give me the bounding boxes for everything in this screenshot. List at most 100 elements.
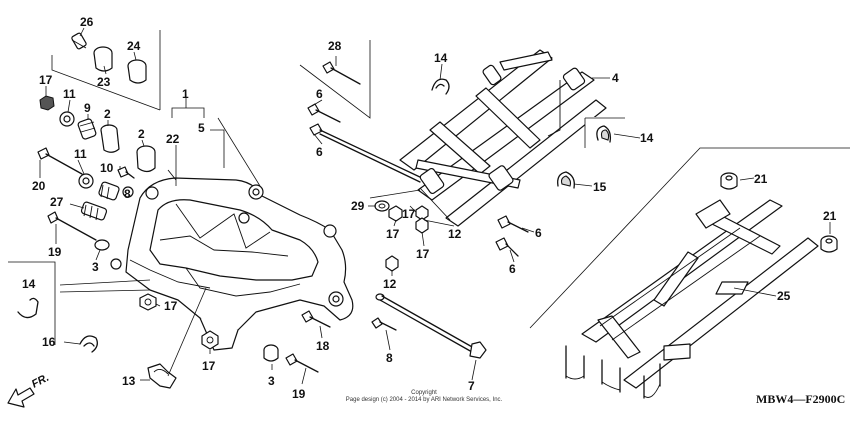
collar-2-upper [100, 124, 120, 153]
rear-frame [399, 49, 607, 227]
collar-2-lower [136, 145, 156, 173]
callout-17-c: 17 [202, 359, 216, 373]
callout-1: 1 [182, 87, 189, 101]
bolt-19-left [47, 211, 97, 241]
collar-group-box [51, 30, 161, 111]
callout-28: 28 [328, 39, 342, 53]
callout-9: 9 [84, 101, 91, 115]
callout-17-b: 17 [164, 299, 178, 313]
callout-24: 24 [127, 39, 141, 53]
callout-6-b: 6 [316, 145, 323, 159]
callout-2-b: 2 [138, 127, 145, 141]
callout-17-f: 17 [416, 247, 430, 261]
copyright-line-2: Page design (c) 2004 - 2014 by ARI Netwo… [346, 397, 503, 403]
callout-7: 7 [468, 379, 475, 393]
callout-26: 26 [80, 15, 94, 29]
grommet-21-left [720, 172, 738, 190]
callout-6-d: 6 [509, 262, 516, 276]
collar-24 [127, 59, 147, 84]
callout-18: 18 [316, 339, 330, 353]
collar-3-lower [263, 344, 279, 362]
bushing-near-11 [98, 181, 120, 201]
callout-3-b: 3 [268, 374, 275, 388]
nut-17-frame-bottom [139, 293, 157, 311]
grommet-21-right [820, 235, 838, 253]
callout-8-b: 8 [386, 351, 393, 365]
clamp-16 [79, 335, 98, 353]
nut-12-center [415, 205, 429, 221]
callout-23: 23 [97, 75, 111, 89]
main-frame [110, 169, 354, 351]
callout-14-c: 14 [640, 131, 654, 145]
front-direction-arrow: FR. [7, 372, 51, 408]
clamp-14-right [584, 117, 625, 149]
washer-29 [374, 200, 390, 212]
callout-19-b: 19 [292, 387, 306, 401]
callout-14-a: 14 [22, 277, 36, 291]
callout-12-a: 12 [448, 227, 462, 241]
bolt-7 [375, 293, 487, 359]
callout-21-b: 21 [823, 209, 837, 223]
bolt-19-lower [285, 353, 319, 373]
nut-11-top [59, 111, 75, 127]
bushing-9 [77, 118, 97, 140]
nut-17-center [388, 205, 403, 222]
callout-17-e: 17 [402, 207, 416, 221]
callout-10: 10 [100, 161, 114, 175]
copyright-line-1: Copyright [411, 390, 437, 396]
bolt-6-right-lower [495, 237, 519, 257]
diagram-code: MBW4—F2900C [756, 392, 845, 406]
bolt-20 [37, 147, 83, 175]
callout-14-b: 14 [434, 51, 448, 65]
callout-11-b: 11 [74, 147, 87, 161]
clamp-15 [557, 171, 575, 189]
bolt-28 [322, 61, 361, 85]
callout-8-a: 8 [124, 187, 131, 201]
bolt-26 [71, 32, 87, 50]
callout-22: 22 [166, 132, 180, 146]
nut-17-center-b [415, 217, 429, 234]
direction-label: FR. [30, 372, 51, 391]
clamp-14-top [431, 78, 450, 95]
bushing-27 [80, 201, 108, 221]
callout-11-a: 11 [63, 87, 76, 101]
nut-8-left [122, 186, 134, 198]
bolt-18 [301, 310, 331, 328]
clamp-13 [147, 363, 177, 389]
callout-6-a: 6 [316, 87, 323, 101]
callout-3-a: 3 [92, 260, 99, 274]
nut-12-lower [385, 255, 399, 272]
nut-17-left [39, 95, 55, 111]
collar-23 [93, 46, 113, 72]
callout-25: 25 [777, 289, 791, 303]
left-clamp-box [8, 261, 56, 345]
nut-17-lower [201, 330, 219, 350]
nut-11-mid [78, 173, 94, 189]
callout-12-b: 12 [383, 277, 397, 291]
bolt-8-center [371, 317, 397, 331]
subframe-box [529, 147, 850, 329]
sub-frame [565, 199, 819, 399]
callout-15: 15 [593, 180, 607, 194]
collar-3-left [94, 239, 110, 251]
bolt-6-right [497, 215, 529, 233]
callout-21-a: 21 [754, 172, 768, 186]
clamp-14-left [17, 297, 39, 319]
leader-lines [39, 27, 831, 385]
callout-29: 29 [351, 199, 365, 213]
callout-2-a: 2 [104, 107, 111, 121]
callout-19-a: 19 [48, 245, 62, 259]
bolt-6-long [309, 123, 423, 183]
callouts: 26 23 24 17 11 9 2 2 1 22 5 11 10 8 20 2… [22, 15, 837, 401]
bolt-28-box [299, 40, 371, 119]
bolt-6-top [307, 103, 341, 123]
bolt-10 [117, 166, 135, 179]
callout-27: 27 [50, 195, 64, 209]
callout-5: 5 [198, 121, 205, 135]
callout-4: 4 [612, 71, 619, 85]
callout-6-c: 6 [535, 226, 542, 240]
callout-13: 13 [122, 374, 136, 388]
callout-17-d: 17 [386, 227, 400, 241]
